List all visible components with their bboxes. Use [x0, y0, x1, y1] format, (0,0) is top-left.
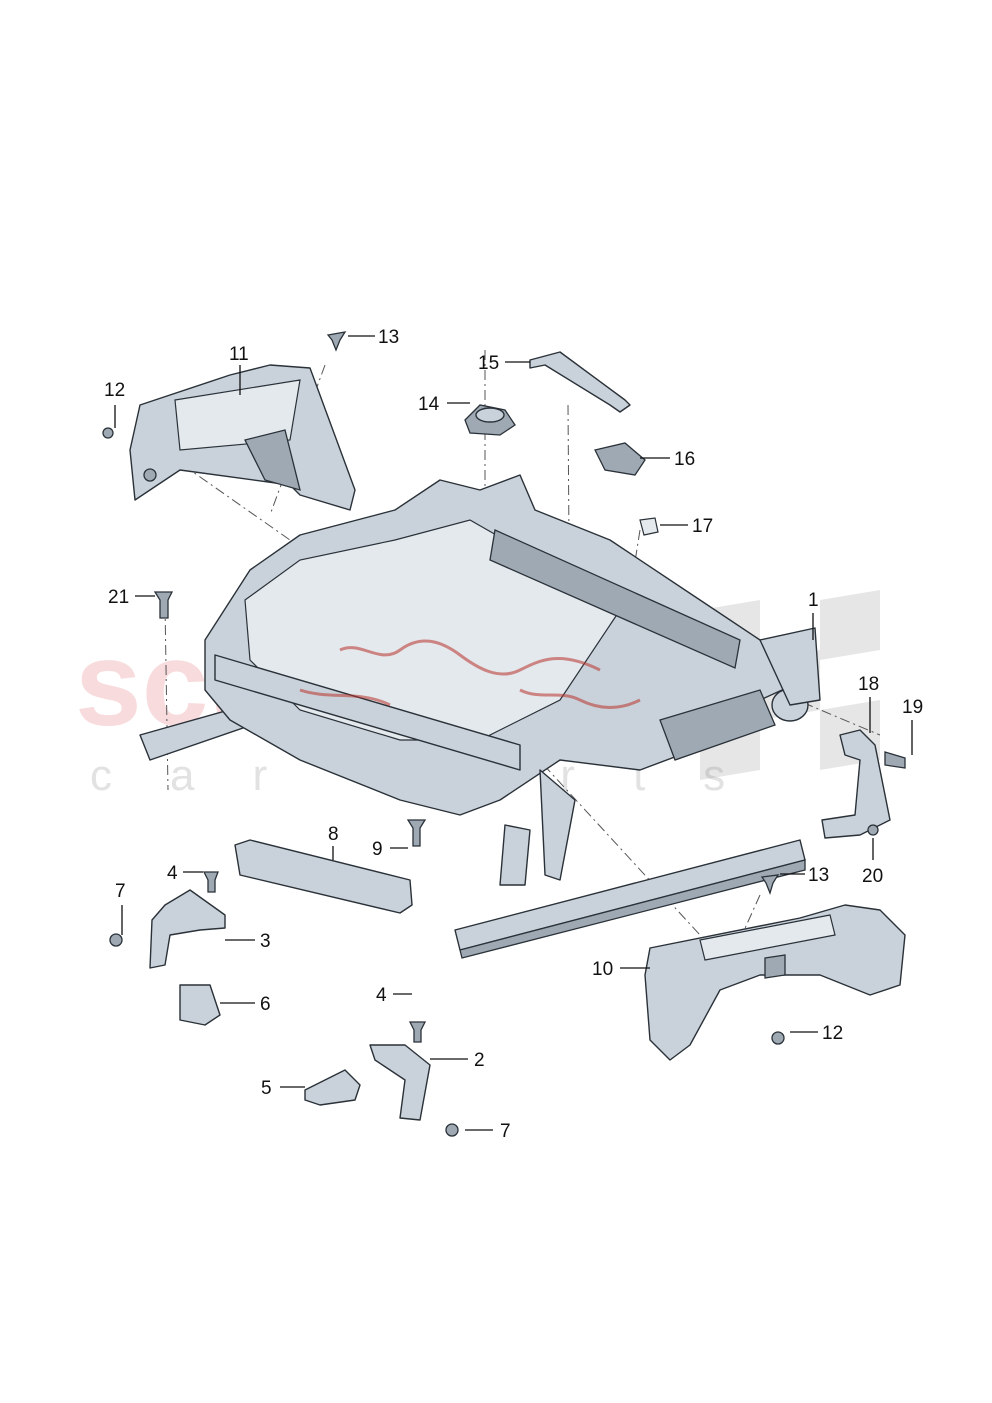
callout-4b: 4: [376, 985, 387, 1006]
callout-18: 18: [858, 674, 879, 695]
side-bracket: [821, 729, 891, 839]
bracket-part-6: [179, 984, 221, 1026]
seat-frame: [139, 474, 821, 959]
callout-17: 17: [692, 516, 713, 537]
callout-10: 10: [592, 959, 613, 980]
callout-3: 3: [260, 931, 271, 952]
fasteners: [102, 331, 906, 1137]
callout-20: 20: [862, 866, 883, 887]
callout-21: 21: [108, 587, 129, 608]
callout-15: 15: [478, 353, 499, 374]
callout-11: 11: [229, 344, 249, 365]
callout-16: 16: [674, 449, 695, 470]
bracket-part-3: [149, 889, 226, 969]
callout-labels: 13 11 12 15 14 16 17 1 21 18 19 20 8 9 4…: [104, 327, 923, 1142]
sensor-part: [464, 404, 516, 436]
callout-13a: 13: [378, 327, 399, 348]
callout-7b: 7: [500, 1121, 511, 1142]
bracket-part-5: [304, 1069, 361, 1106]
side-trim-right: [644, 904, 906, 1061]
callout-7a: 7: [115, 881, 126, 902]
callout-6: 6: [260, 994, 271, 1015]
screw-19: [884, 751, 906, 769]
pin-13a: [326, 331, 347, 352]
handle-part: [529, 351, 631, 413]
callout-5: 5: [261, 1078, 272, 1099]
screw-12a: [102, 427, 114, 439]
leader-lines: [114, 335, 913, 1131]
bracket-part-2: [369, 1044, 431, 1121]
screw-7a: [109, 933, 123, 947]
screw-4a: [202, 871, 219, 893]
callout-2: 2: [474, 1050, 485, 1071]
callout-13b: 13: [808, 865, 829, 886]
callout-9: 9: [372, 839, 383, 860]
clip-part: [639, 517, 659, 536]
switch-part: [594, 442, 646, 476]
screw-12b: [771, 1031, 785, 1045]
screw-4b: [408, 1021, 427, 1043]
screw-20: [867, 824, 879, 836]
screw-7b: [445, 1123, 459, 1137]
callout-1: 1: [808, 590, 819, 611]
callout-14: 14: [418, 394, 440, 415]
callout-4a: 4: [167, 863, 178, 884]
callout-19: 19: [902, 697, 923, 718]
callout-12b: 12: [822, 1023, 843, 1044]
screw-9: [406, 819, 427, 847]
callout-12a: 12: [104, 380, 125, 401]
reinforcement-plate: [234, 839, 413, 914]
callout-8: 8: [328, 824, 339, 845]
pin-13b: [760, 874, 780, 895]
side-trim-left: [129, 364, 356, 511]
screw-21: [153, 591, 174, 619]
